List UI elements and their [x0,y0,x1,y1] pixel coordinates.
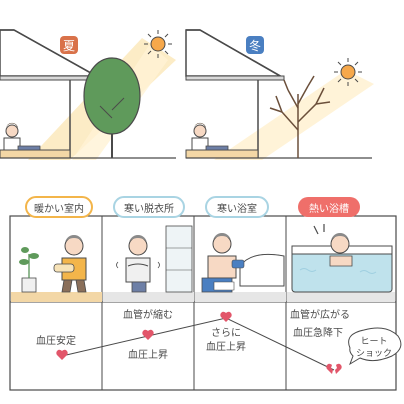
summer-label: 夏 [63,39,75,53]
room-cold-changing [116,225,193,293]
summer-badge [60,36,78,54]
winter-scene: 冬 [185,29,374,160]
note-bp-stable: 血圧安定 [36,334,76,347]
room-label-warm: 暖かい室内 [25,196,93,218]
heart-icon [220,311,232,322]
svg-text:熱い浴槽: 熱い浴槽 [309,202,349,215]
plant-icon [19,247,39,293]
svg-text:暖かい室内: 暖かい室内 [34,202,84,215]
note-bp-rise-2: 血圧上昇 [206,340,246,353]
heart-icon [142,329,154,340]
room-cold-bathroom [201,233,285,293]
note-further: さらに [211,327,241,339]
room-warm-indoor [19,235,87,293]
room-label-bathtub: 熱い浴槽 [298,197,360,217]
note-vessel-constrict: 血管が縮む [123,308,173,321]
broken-heart-icon [326,363,342,374]
note-bp-rise-1: 血圧上昇 [128,348,168,361]
room-label-changing: 寒い脱衣所 [113,196,185,218]
svg-text:寒い浴室: 寒い浴室 [217,202,257,215]
rooms-strip: 暖かい室内 寒い脱衣所 寒い浴室 熱い浴槽 血圧安定 血管が縮む [9,196,402,391]
heat-shock-callout: ヒート ショック [348,327,402,366]
svg-text:ショック: ショック [356,348,392,359]
heart-icon [56,349,68,360]
summer-scene: 夏 [0,29,176,160]
svg-text:ヒート: ヒート [360,336,387,347]
svg-text:寒い脱衣所: 寒い脱衣所 [124,202,174,215]
note-bp-drop: 血圧急降下 [293,326,343,339]
sun-icon [144,30,172,58]
note-vessel-dilate: 血管が広がる [290,308,350,321]
room-label-bathroom: 寒い浴室 [205,196,269,218]
bare-tree-icon [269,75,331,158]
blood-pressure-line [61,317,335,371]
sun-icon [334,58,362,86]
winter-label: 冬 [249,38,261,53]
winter-badge [246,36,264,54]
room-hot-bathtub [291,224,393,293]
